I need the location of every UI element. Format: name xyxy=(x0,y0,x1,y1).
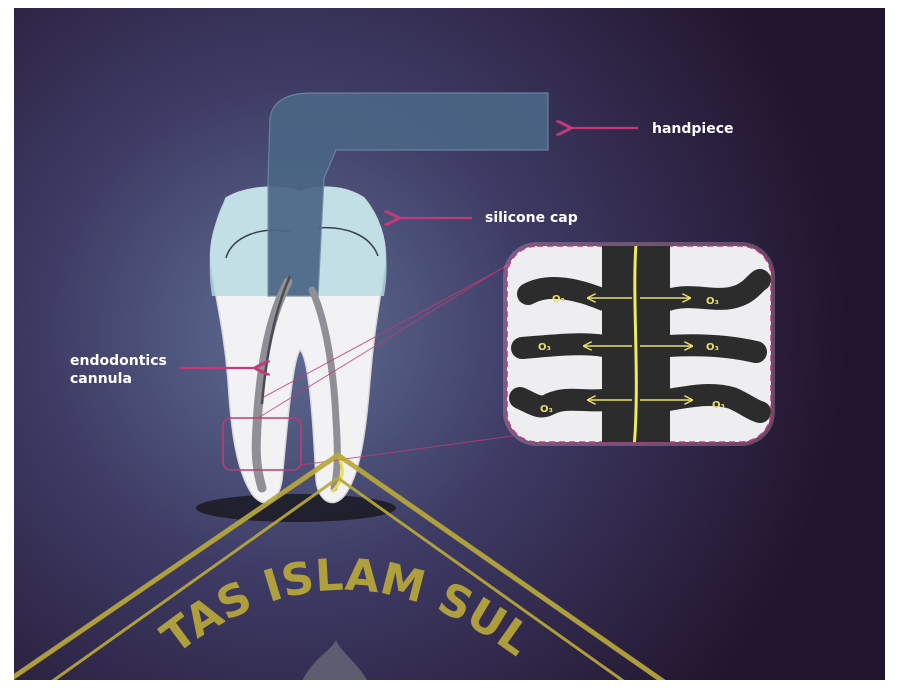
ozone-label: O₃ xyxy=(552,294,565,305)
ozone-label: O₃ xyxy=(706,342,719,353)
cannula-label: endodontics cannula xyxy=(70,352,167,388)
cannula-label-line2: cannula xyxy=(70,370,167,388)
cannula-label-line1: endodontics xyxy=(70,352,167,370)
canal-line xyxy=(634,244,636,448)
ozone-label: O₃ xyxy=(538,342,551,353)
handpiece-label: handpiece xyxy=(652,120,734,138)
silicone-cap-label: silicone cap xyxy=(485,209,578,227)
ozone-label: O₃ xyxy=(540,404,553,415)
ozone-label: O₃ xyxy=(706,296,719,307)
ozone-label: O₃ xyxy=(712,400,725,411)
zoom-inset: O₃ O₃ O₃ O₃ O₃ O₃ xyxy=(503,240,775,450)
